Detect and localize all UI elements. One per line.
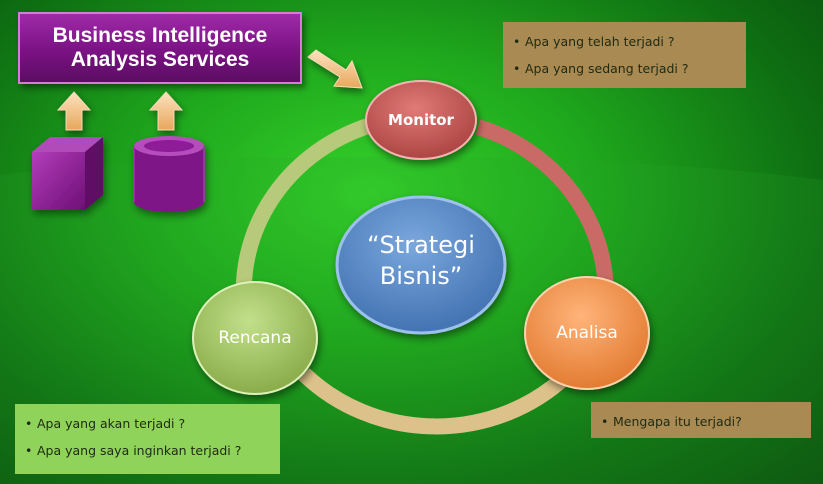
center-circle <box>335 195 507 335</box>
list-item: Apa yang sedang terjadi ? <box>513 61 736 76</box>
center-label-line2: Bisnis” <box>380 262 462 290</box>
monitor-questions-box: Apa yang telah terjadi ? Apa yang sedang… <box>503 22 746 88</box>
analisa-questions-box: Mengapa itu terjadi? <box>591 402 811 438</box>
ring-segment-rencana-monitor <box>235 118 371 301</box>
diagonal-arrow-icon <box>307 49 363 89</box>
node-rencana-label: Rencana <box>218 328 291 348</box>
center-label-line1: “Strategi <box>367 231 475 259</box>
node-analisa <box>524 276 650 390</box>
title: Business Intelligence Analysis Services <box>52 23 268 71</box>
cube-icon <box>32 137 103 210</box>
ring-segment-analisa-rencana <box>298 368 572 435</box>
list-item: Apa yang akan terjadi ? <box>25 416 270 431</box>
node-monitor <box>365 80 477 160</box>
title-box: Business Intelligence Analysis Services <box>18 12 302 84</box>
up-arrow-icon <box>148 91 184 131</box>
node-monitor-label: Monitor <box>388 111 455 129</box>
up-arrow-icon <box>56 91 92 131</box>
database-cylinder-icon <box>133 136 205 212</box>
list-item: Mengapa itu terjadi? <box>601 414 801 429</box>
list-item: Apa yang saya inginkan terjadi ? <box>25 443 270 458</box>
node-rencana <box>192 281 318 395</box>
rencana-questions-box: Apa yang akan terjadi ? Apa yang saya in… <box>15 404 280 474</box>
list-item: Apa yang telah terjadi ? <box>513 34 736 49</box>
node-analisa-label: Analisa <box>556 323 618 343</box>
